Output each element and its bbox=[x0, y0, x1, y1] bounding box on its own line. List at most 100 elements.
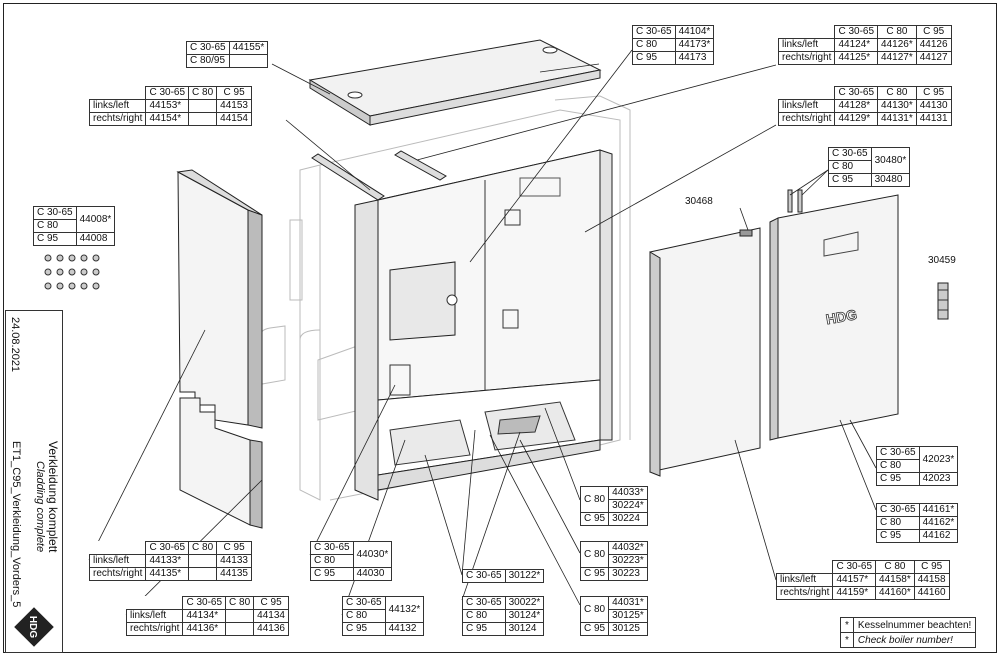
table-cell bbox=[89, 541, 147, 555]
table-cell: C 30-65 bbox=[834, 25, 879, 39]
table-cell: links/left bbox=[125, 609, 184, 623]
drawing-id: ET1_C95_Verkleidung_Vorders_5 bbox=[10, 441, 22, 608]
door-right: HDG bbox=[769, 194, 899, 441]
table-cell: C 95 bbox=[579, 567, 610, 581]
table-cell: C 95 bbox=[216, 541, 252, 555]
table-cell bbox=[225, 609, 255, 623]
table-cell: 44157* bbox=[832, 573, 877, 587]
door-logo-text: HDG bbox=[825, 306, 859, 327]
table-cell bbox=[188, 112, 218, 126]
left-side-panel-lower bbox=[179, 397, 263, 529]
table-cell: C 80 bbox=[579, 541, 610, 568]
top-cover bbox=[308, 39, 602, 126]
drawing-frame bbox=[3, 3, 997, 653]
table-cell: C 30-65 bbox=[182, 596, 227, 610]
left-side-panel-upper bbox=[176, 169, 263, 429]
table-cell bbox=[188, 99, 218, 113]
table-cell: C 80 bbox=[188, 86, 218, 100]
table-cell: 30480* bbox=[870, 147, 911, 174]
table-cell: C 95 bbox=[876, 472, 920, 486]
table-cell: rechts/right bbox=[775, 586, 834, 600]
table-cell: 42023* bbox=[918, 446, 959, 473]
table-cell: rechts/right bbox=[777, 112, 836, 126]
part-label-30468: 30468 bbox=[685, 196, 713, 207]
table-cell: 44128* bbox=[834, 99, 879, 113]
table-cell: C 30-65 bbox=[342, 596, 386, 610]
table-cell: 44153 bbox=[216, 99, 252, 113]
table-cell: 30122* bbox=[504, 569, 545, 583]
table-cell: 44135 bbox=[216, 567, 252, 581]
note-cell: * bbox=[840, 617, 854, 633]
part-label-30459: 30459 bbox=[928, 255, 956, 266]
table-cell: 30022* bbox=[504, 596, 545, 610]
table-cell bbox=[126, 596, 184, 610]
title-block: 24.08.2021 Verkleidung komplett Cladding… bbox=[5, 310, 63, 653]
table-cell: 44030 bbox=[352, 567, 393, 581]
table-cell: C 30-65 bbox=[310, 541, 354, 555]
table-cell: links/left bbox=[775, 573, 834, 587]
table-cell: C 80 bbox=[876, 516, 920, 530]
table-cell: C 80 bbox=[828, 160, 872, 174]
hdg-logo: HDG bbox=[14, 607, 54, 647]
table-cell: C 95 bbox=[913, 560, 950, 574]
table-cell: 30480 bbox=[870, 173, 911, 187]
side-frame bbox=[354, 149, 613, 501]
table-cell: 44135* bbox=[145, 567, 190, 581]
table-cell: 44154 bbox=[216, 112, 252, 126]
table-cell: 44154* bbox=[145, 112, 190, 126]
table-cell: 44173* bbox=[674, 38, 715, 52]
table-cell: 44129* bbox=[834, 112, 879, 126]
table-cell: C 80 bbox=[876, 459, 920, 473]
table-cell bbox=[778, 86, 836, 100]
table-cell: C 95 bbox=[579, 512, 610, 526]
table-cell: C 30-65 bbox=[145, 86, 190, 100]
table-cell: 44008 bbox=[75, 232, 116, 246]
drawing-date: 24.08.2021 bbox=[9, 317, 21, 373]
table-cell: C 30-65 bbox=[462, 569, 506, 583]
table-cell bbox=[188, 554, 218, 568]
table-cell: C 30-65 bbox=[186, 41, 230, 55]
door-left bbox=[649, 227, 761, 477]
table-cell: 44125* bbox=[834, 51, 879, 65]
table-cell: C 80 bbox=[579, 596, 610, 623]
table-cell: C 95 bbox=[579, 622, 610, 636]
table-cell: 44161* bbox=[918, 503, 959, 517]
table-cell bbox=[776, 560, 834, 574]
table-cell: C 30-65 bbox=[462, 596, 506, 610]
table-cell: rechts/right bbox=[125, 622, 184, 636]
table-cell: 44132 bbox=[384, 622, 425, 636]
table-cell: 44136 bbox=[253, 622, 289, 636]
table-cell: 44032* bbox=[608, 541, 648, 555]
table-cell: 44158 bbox=[913, 573, 950, 587]
table-cell bbox=[778, 25, 836, 39]
table-cell: C 80 bbox=[579, 486, 610, 513]
table-cell: rechts/right bbox=[777, 51, 836, 65]
table-cell: C 95 bbox=[915, 25, 952, 39]
table-cell: 44126 bbox=[915, 38, 952, 52]
boiler-number-note: *Kesselnummer beachten! *Check boiler nu… bbox=[840, 617, 977, 648]
table-cell: C 30-65 bbox=[632, 25, 676, 39]
table-cell: 30124* bbox=[504, 609, 545, 623]
table-cell: 30125* bbox=[608, 609, 648, 623]
table-cell: 44131 bbox=[915, 112, 952, 126]
table-cell: C 95 bbox=[342, 622, 386, 636]
table-cell: C 30-65 bbox=[33, 206, 77, 220]
table-cell bbox=[188, 567, 218, 581]
table-cell bbox=[89, 86, 147, 100]
table-cell: 30223 bbox=[608, 567, 648, 581]
table-cell: C 95 bbox=[915, 86, 952, 100]
title-english: Cladding complete bbox=[34, 461, 46, 553]
table-cell: C 30-65 bbox=[145, 541, 190, 555]
